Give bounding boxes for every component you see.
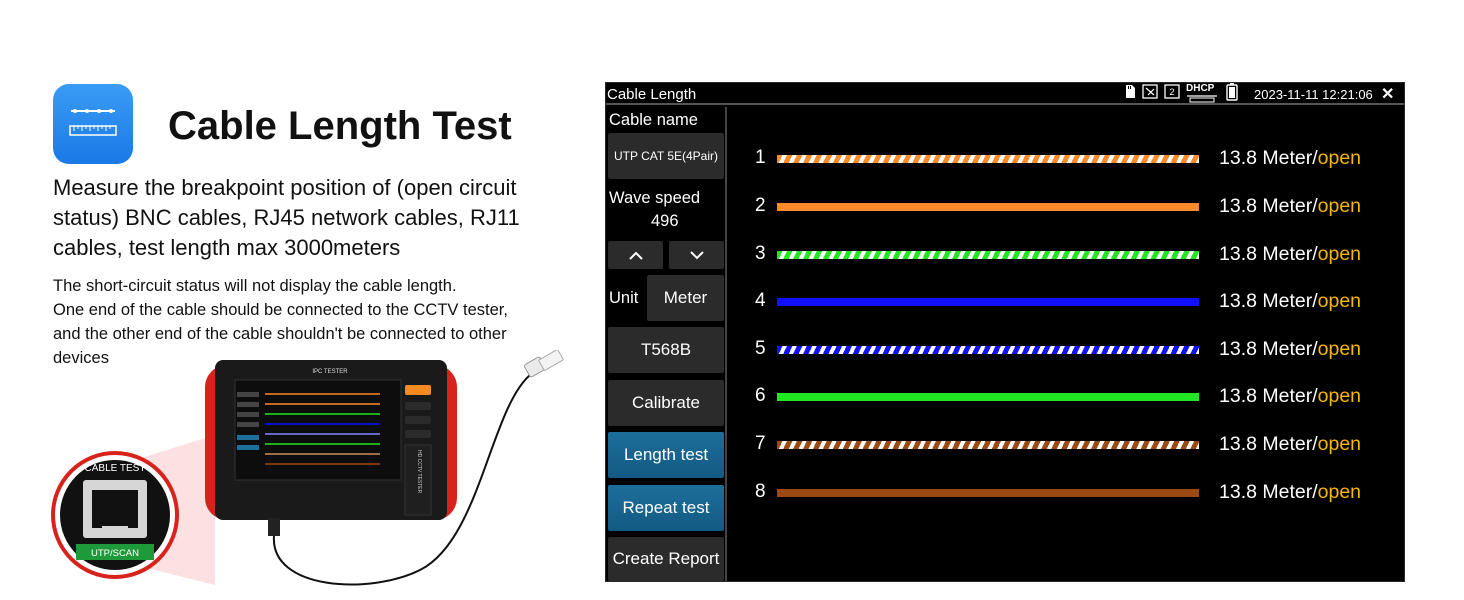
wire-length: 13.8 Meter/ <box>1219 385 1318 407</box>
status-icons: 2 DHCP <box>1124 83 1238 106</box>
t568b-button[interactable]: T568B <box>608 327 724 373</box>
wire-status: open <box>1317 385 1362 407</box>
wire-length: 13.8 Meter/ <box>1219 147 1318 169</box>
wire-status: open <box>1317 243 1362 265</box>
wire-result: 13.8 Meter/open <box>1219 481 1361 504</box>
wire-bar <box>777 298 1199 306</box>
svg-text:2: 2 <box>1169 87 1174 97</box>
usage-notes: The short-circuit status will not displa… <box>53 274 573 370</box>
wire-length: 13.8 Meter/ <box>1219 481 1318 503</box>
wire-number: 1 <box>755 147 766 168</box>
close-icon[interactable]: ✕ <box>1381 86 1395 103</box>
wire-length: 13.8 Meter/ <box>1219 290 1318 312</box>
device-brand-label: IPC TESTER <box>312 369 348 375</box>
cable-tester-app-icon <box>53 84 133 164</box>
unit-label: Unit <box>609 289 639 307</box>
status-bar: Cable Length 2 DHCP 2023-11-11 12:21:06 … <box>606 83 1404 106</box>
wire-row: 1 13.8 Meter/open <box>729 144 1404 174</box>
note-line: and the other end of the cable shouldn't… <box>53 325 507 343</box>
wire-result: 13.8 Meter/open <box>1219 195 1361 218</box>
wave-speed-down-button[interactable] <box>669 241 724 269</box>
wire-result: 13.8 Meter/open <box>1219 243 1361 266</box>
wire-row: 3 13.8 Meter/open <box>729 240 1404 270</box>
settings-sidebar: Cable name UTP CAT 5E(4Pair) Wave speed … <box>606 107 727 581</box>
wire-result: 13.8 Meter/open <box>1219 433 1361 456</box>
network-icon <box>1142 84 1158 104</box>
wire-row: 4 13.8 Meter/open <box>729 287 1404 317</box>
wire-bar <box>777 441 1199 449</box>
wire-number: 7 <box>755 433 766 454</box>
wire-number: 6 <box>755 385 766 406</box>
wire-results: 1 13.8 Meter/open 2 13.8 Meter/open 3 13… <box>729 107 1404 581</box>
calibrate-button[interactable]: Calibrate <box>608 380 724 426</box>
wire-bar <box>777 251 1199 259</box>
badge-port-label: UTP/SCAN <box>91 548 139 559</box>
cable-name-select[interactable]: UTP CAT 5E(4Pair) <box>608 133 724 179</box>
badge-title: CABLE TEST <box>85 463 146 474</box>
wire-bar <box>777 393 1199 401</box>
wave-speed-value: 496 <box>651 212 679 230</box>
wire-status: open <box>1317 481 1362 503</box>
wire-bar <box>777 489 1199 497</box>
clock: 2023-11-11 12:21:06 <box>1254 87 1373 102</box>
wire-status: open <box>1317 147 1362 169</box>
wire-result: 13.8 Meter/open <box>1219 147 1361 170</box>
window-title: Cable Length <box>607 86 697 103</box>
create-report-button[interactable]: Create Report <box>608 537 724 581</box>
cable-name-label: Cable name <box>609 111 698 129</box>
wire-status: open <box>1317 433 1362 455</box>
wire-bar <box>777 346 1199 354</box>
wire-bar <box>777 203 1199 211</box>
wire-length: 13.8 Meter/ <box>1219 338 1318 360</box>
wave-speed-label: Wave speed <box>609 189 701 207</box>
wire-number: 3 <box>755 243 766 264</box>
wire-length: 13.8 Meter/ <box>1219 243 1318 265</box>
wire-row: 2 13.8 Meter/open <box>729 192 1404 222</box>
wire-row: 8 13.8 Meter/open <box>729 478 1404 508</box>
device-side-label: HD CCTV TESTER <box>416 450 422 494</box>
wire-bar <box>777 155 1199 163</box>
battery-icon <box>1226 83 1238 106</box>
note-line: The short-circuit status will not displa… <box>53 277 457 295</box>
wire-status: open <box>1317 338 1362 360</box>
wire-row: 7 13.8 Meter/open <box>729 430 1404 460</box>
wire-result: 13.8 Meter/open <box>1219 338 1361 361</box>
repeat-test-button[interactable]: Repeat test <box>608 485 724 531</box>
sd-card-icon <box>1124 84 1136 104</box>
wire-row: 5 13.8 Meter/open <box>729 335 1404 365</box>
wire-number: 2 <box>755 195 766 216</box>
wire-status: open <box>1317 290 1362 312</box>
dual-screen-icon: 2 <box>1164 84 1180 104</box>
wire-length: 13.8 Meter/ <box>1219 195 1318 217</box>
wire-number: 8 <box>755 481 766 502</box>
wire-number: 4 <box>755 290 766 311</box>
wire-length: 13.8 Meter/ <box>1219 433 1318 455</box>
feature-description: Measure the breakpoint position of (open… <box>53 175 520 260</box>
note-line: One end of the cable should be connected… <box>53 301 508 319</box>
tester-screen: Cable Length 2 DHCP 2023-11-11 12:21:06 … <box>605 82 1405 582</box>
wire-row: 6 13.8 Meter/open <box>729 382 1404 412</box>
note-line: devices <box>53 349 109 367</box>
wire-status: open <box>1317 195 1362 217</box>
cable-ruler-icon <box>69 109 117 136</box>
page-title: Cable Length Test <box>168 104 512 148</box>
dhcp-icon: DHCP <box>1186 83 1220 103</box>
length-test-button[interactable]: Length test <box>608 432 724 478</box>
wire-result: 13.8 Meter/open <box>1219 385 1361 408</box>
chevron-down-icon <box>689 250 704 259</box>
dhcp-label: DHCP <box>1186 83 1215 94</box>
chevron-up-icon <box>628 251 643 260</box>
unit-select[interactable]: Meter <box>647 275 724 321</box>
wave-speed-up-button[interactable] <box>608 241 663 269</box>
wire-result: 13.8 Meter/open <box>1219 290 1361 313</box>
tester-device-illustration: IPC TESTER HD CCTV TESTER <box>40 349 600 600</box>
wire-number: 5 <box>755 338 766 359</box>
